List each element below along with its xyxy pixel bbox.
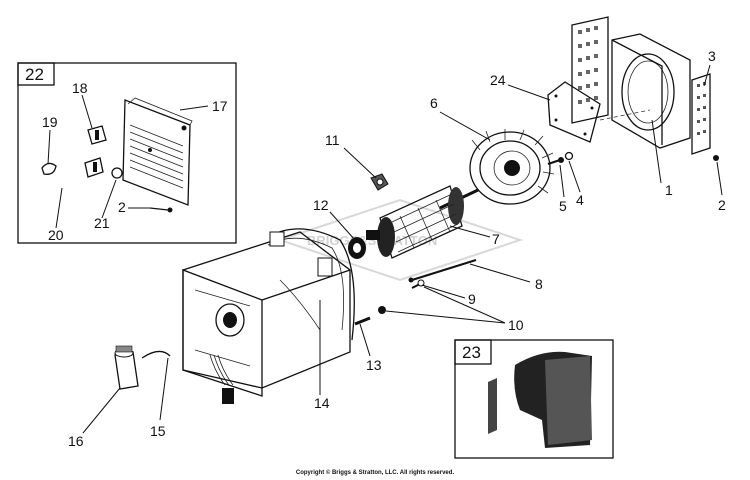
brush-holder	[370, 173, 389, 191]
inset-22-number: 22	[25, 65, 44, 84]
inset-kit-22: 22	[17, 62, 237, 244]
callout-2-right: 2	[718, 197, 726, 213]
callout-19: 19	[42, 114, 58, 130]
callout-4: 4	[576, 192, 584, 208]
bolt-short	[411, 279, 425, 289]
callout-20: 20	[48, 227, 64, 243]
callout-1: 1	[665, 182, 673, 198]
callout-2-inset: 2	[118, 199, 126, 215]
callout-18: 18	[72, 80, 88, 96]
leader-lines	[47, 64, 723, 434]
callout-15: 15	[150, 423, 166, 439]
side-grille	[691, 73, 711, 155]
callout-13: 13	[366, 357, 382, 373]
fan-bolt-and-washer	[547, 151, 574, 166]
stator-housing	[182, 228, 355, 404]
callout-7: 7	[492, 231, 500, 247]
callout-10: 10	[508, 317, 524, 333]
callout-24: 24	[490, 72, 506, 88]
screw-right	[713, 155, 719, 161]
capacitor	[114, 345, 139, 390]
watermark-logo: BRIGGS&STRATTON	[276, 198, 524, 282]
callout-14: 14	[314, 395, 330, 411]
callout-16: 16	[68, 433, 84, 449]
callout-21: 21	[94, 215, 110, 231]
callout-12: 12	[313, 197, 329, 213]
rotor-armature	[366, 185, 479, 259]
callout-17: 17	[212, 98, 228, 114]
watermark-text: BRIGGS&STRATTON	[307, 233, 437, 248]
callout-9: 9	[468, 291, 476, 307]
inset-kit-23: 23	[454, 339, 614, 459]
rear-grille-panel	[571, 16, 609, 124]
callout-6: 6	[430, 95, 438, 111]
copyright-notice: Copyright © Briggs & Stratton, LLC. All …	[295, 470, 455, 476]
cover-plate	[547, 81, 601, 143]
through-bolt	[408, 259, 477, 283]
callout-11: 11	[325, 132, 340, 148]
callout-labels: 1 2 2 3 4 5 6 7 8 9 10 11 12 13 14 15 16…	[42, 48, 726, 449]
rear-end-housing	[611, 33, 691, 149]
inset-23-number: 23	[462, 343, 481, 362]
bearing	[348, 237, 366, 259]
nut-and-stud	[354, 306, 386, 326]
cooling-fan	[469, 129, 555, 205]
callout-8: 8	[535, 276, 543, 292]
callout-5: 5	[559, 198, 567, 214]
callout-3: 3	[708, 48, 716, 64]
capacitor-clip	[141, 350, 171, 359]
